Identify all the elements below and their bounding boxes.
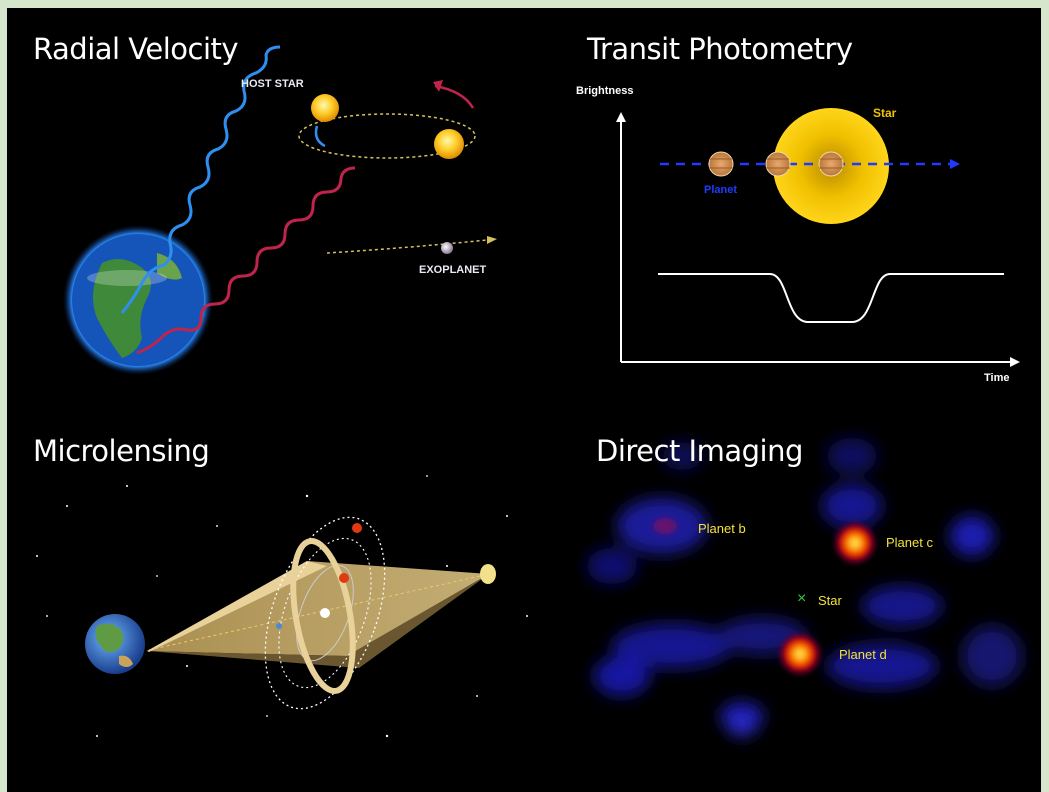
transit-diagram [616, 108, 1020, 367]
star-field [36, 475, 528, 738]
blueshift-wave [120, 45, 281, 314]
red-arrowhead-icon [433, 80, 443, 92]
planet-entering-icon [765, 151, 791, 177]
planet-transiting-icon [818, 151, 844, 177]
radial-velocity-panel: Radial Velocity [7, 8, 552, 416]
lensing-beam-upper [147, 561, 489, 656]
star-label: Star [818, 593, 842, 608]
star-marker-icon: × [797, 590, 807, 607]
lensing-beam-lower [147, 574, 489, 668]
microlensing-illustration [36, 475, 528, 738]
planet-blobs [653, 518, 877, 676]
red-motion-arrow-icon [434, 84, 475, 109]
exoplanet-label: EXOPLANET [419, 264, 487, 276]
transit-path-arrow-icon [950, 159, 960, 169]
direct-image [587, 438, 1022, 736]
source-star-icon [480, 564, 496, 584]
lensing-beam-edge [147, 561, 327, 652]
host-star-position-2-icon [434, 129, 464, 159]
redshift-wave [136, 166, 356, 355]
speckle-noise [587, 438, 1022, 736]
exoplanet-orbit [326, 239, 488, 254]
exoplanet-orbit-arrow-icon [487, 236, 497, 244]
light-curve [658, 273, 1004, 323]
planet-d-label: Planet d [839, 647, 887, 662]
microlensing-title: Microlensing [33, 434, 210, 468]
earth-icon [63, 225, 213, 375]
host-star-label: HOST STAR [241, 78, 304, 90]
exoplanet-icon [441, 242, 453, 254]
lens-star-icon [320, 608, 330, 618]
microlensing-panel: Microlensing [7, 416, 552, 792]
direct-imaging-title: Direct Imaging [596, 434, 803, 468]
star-label: Star [873, 106, 897, 120]
planet-label: Planet [704, 184, 738, 196]
transit-photometry-title: Transit Photometry [587, 32, 853, 66]
einstein-ring-icon [290, 538, 356, 694]
host-star-position-1-icon [311, 94, 339, 122]
planet-c-label: Planet c [886, 535, 933, 550]
direct-imaging-panel: Direct Imaging [552, 416, 1041, 792]
earth-icon [85, 614, 145, 674]
host-star-orbit [298, 113, 476, 159]
planet-icon [708, 151, 734, 177]
line-of-sight [148, 573, 490, 651]
planet-b-label: Planet b [698, 521, 746, 536]
radial-velocity-title: Radial Velocity [33, 32, 239, 66]
transit-photometry-panel: Transit Photometry [552, 8, 1041, 416]
y-axis-arrow-icon [616, 112, 626, 122]
lensing-planet-icon [339, 573, 349, 583]
x-axis-arrow-icon [1010, 357, 1020, 367]
inner-planet-icon [276, 623, 282, 629]
y-axis-label: Brightness [576, 85, 634, 97]
blue-motion-arrow-icon [314, 125, 326, 148]
outer-planet-icon [352, 523, 362, 533]
radial-velocity-illustration [63, 45, 497, 375]
slide-frame: Radial Velocity [7, 8, 1041, 792]
x-axis-label: Time [984, 372, 1010, 384]
